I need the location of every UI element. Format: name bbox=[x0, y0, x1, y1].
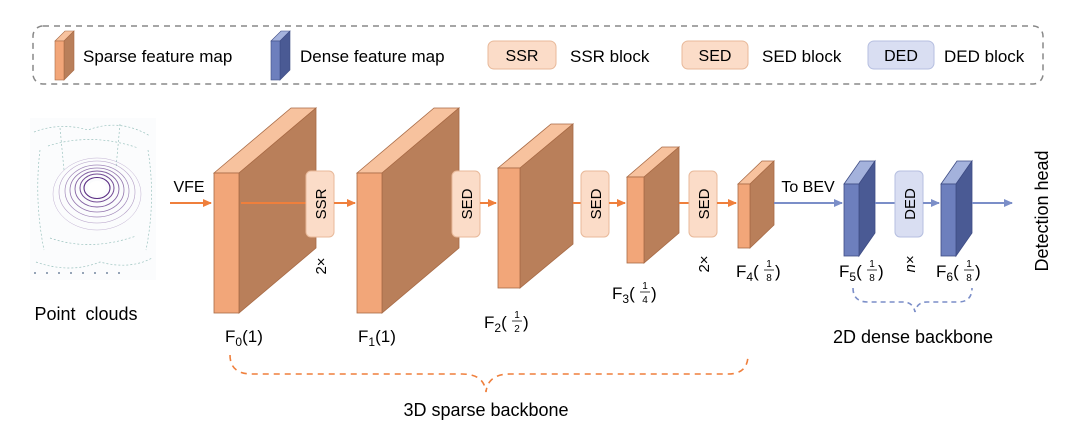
legend-frame bbox=[32, 25, 1044, 85]
f4-label: F4( bbox=[736, 262, 759, 284]
legend-dense-label: Dense feature map bbox=[300, 47, 445, 66]
ssr-repeat-label: 2× bbox=[313, 257, 330, 274]
ded-repeat-label: n× bbox=[902, 255, 919, 272]
f6-label: F6( bbox=[936, 262, 959, 284]
feature-map-f5 bbox=[843, 159, 876, 258]
f6-scale-numerator: 1 bbox=[966, 259, 972, 270]
sed-block-1-label: SED bbox=[459, 188, 476, 219]
f2-scale-numerator: 1 bbox=[514, 310, 520, 321]
f3-label: F3( bbox=[612, 284, 635, 306]
legend-sparse-label: Sparse feature map bbox=[83, 47, 232, 66]
f5-label: F5( bbox=[839, 262, 862, 284]
f5-close-paren: ) bbox=[878, 262, 884, 281]
f2-label: F2( bbox=[484, 313, 507, 335]
dense-backbone-label: 2D dense backbone bbox=[833, 327, 993, 347]
legend-ssr-label: SSR block bbox=[570, 47, 650, 66]
legend-ded-swatch bbox=[867, 40, 935, 70]
legend-sed-tag: SED bbox=[699, 48, 732, 65]
legend-ded-label: DED block bbox=[944, 47, 1025, 66]
legend-sparse-swatch bbox=[54, 30, 75, 81]
sed-block-3-label: SED bbox=[696, 188, 713, 219]
detection-head-label: Detection head bbox=[1032, 150, 1052, 271]
feature-map-f3 bbox=[625, 146, 681, 264]
sparse-backbone-brace bbox=[229, 354, 749, 393]
ded-block-label: DED bbox=[902, 188, 919, 220]
feature-map-f1 bbox=[355, 107, 461, 314]
feature-map-f0 bbox=[212, 107, 318, 314]
feature-map-f6 bbox=[940, 159, 973, 258]
f5-scale-numerator: 1 bbox=[869, 259, 875, 270]
to-bev-label: To BEV bbox=[781, 179, 835, 196]
dense-backbone-brace bbox=[852, 287, 973, 313]
legend-sed-label: SED block bbox=[762, 47, 842, 66]
f2-close-paren: ) bbox=[523, 313, 529, 332]
feature-map-f2 bbox=[496, 123, 575, 289]
legend-ded-tag: DED bbox=[884, 48, 918, 65]
legend-ssr-swatch bbox=[487, 40, 557, 70]
f3-scale-numerator: 1 bbox=[642, 281, 648, 292]
sed-repeat-label: 2× bbox=[696, 255, 713, 272]
feature-map-f4 bbox=[737, 160, 775, 249]
f3-scale-denominator: 4 bbox=[642, 295, 648, 306]
sed-block-2-label: SED bbox=[588, 188, 605, 219]
f3-close-paren: ) bbox=[651, 284, 657, 303]
point-clouds-label: Point clouds bbox=[34, 304, 137, 324]
f6-close-paren: ) bbox=[975, 262, 981, 281]
f1-label: F1(1) bbox=[358, 327, 396, 349]
f0-label: F0(1) bbox=[225, 327, 263, 349]
f4-scale-numerator: 1 bbox=[766, 259, 772, 270]
f4-close-paren: ) bbox=[775, 262, 781, 281]
ssr-block-label: SSR bbox=[313, 188, 330, 219]
sparse-backbone-label: 3D sparse backbone bbox=[403, 400, 568, 420]
legend-sed-swatch bbox=[681, 40, 749, 70]
f2-scale-denominator: 2 bbox=[514, 324, 520, 335]
point-cloud-image bbox=[30, 118, 156, 280]
legend-ssr-tag: SSR bbox=[506, 48, 539, 65]
vfe-label: VFE bbox=[173, 179, 204, 196]
f6-scale-denominator: 8 bbox=[966, 273, 972, 284]
legend: Sparse feature map Dense feature map SSR… bbox=[32, 25, 1044, 85]
f5-scale-denominator: 8 bbox=[869, 273, 875, 284]
legend-dense-swatch bbox=[270, 30, 291, 81]
f4-scale-denominator: 8 bbox=[766, 273, 772, 284]
